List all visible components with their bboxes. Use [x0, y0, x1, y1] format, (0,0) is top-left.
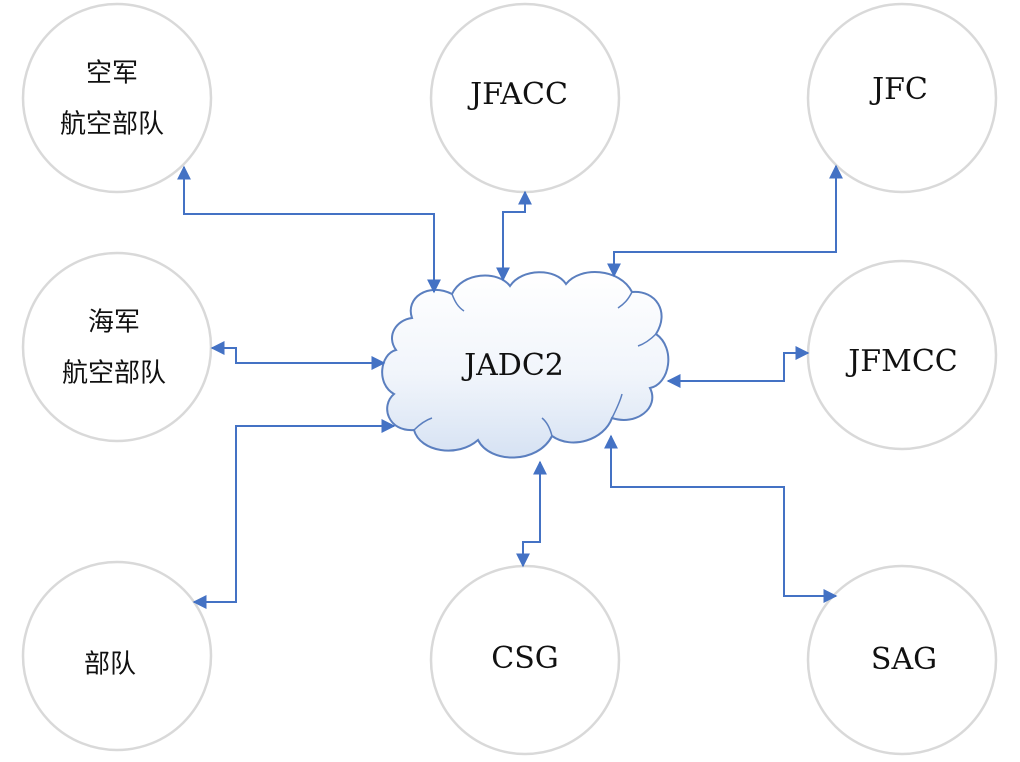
connector-navy: [210, 341, 386, 370]
connector-jfc: [607, 164, 843, 278]
connector-jfmcc: [666, 346, 810, 388]
connector-air-force: [177, 165, 441, 294]
hub-cloud: JADC2: [381, 271, 670, 459]
node-jfc: JFC: [806, 2, 998, 194]
node-navy-line2: 航空部队: [62, 359, 166, 389]
connector-sag: [604, 434, 838, 603]
connector-troops: [192, 419, 396, 609]
node-jfacc-label: JFACC: [467, 77, 568, 112]
node-air-force-line2: 航空部队: [60, 110, 164, 140]
node-csg-label: CSG: [491, 641, 558, 676]
node-navy-line1: 海军: [88, 308, 140, 338]
node-jfmcc-label: JFMCC: [845, 344, 957, 379]
connector-jfacc: [496, 190, 532, 282]
node-jfmcc: JFMCC: [806, 259, 998, 451]
node-troops-label: 部队: [84, 650, 136, 680]
node-sag: SAG: [806, 564, 998, 756]
node-sag-label: SAG: [871, 642, 937, 677]
connectors: [177, 164, 843, 609]
node-air-force-line1: 空军: [86, 59, 138, 89]
node-jfacc: JFACC: [429, 2, 621, 194]
node-csg: CSG: [429, 564, 621, 756]
node-navy: 海军 航空部队: [21, 251, 213, 443]
node-jfc-label: JFC: [869, 72, 928, 107]
node-troops: 部队: [21, 560, 213, 752]
hub-label: JADC2: [461, 348, 564, 383]
connector-csg: [516, 460, 547, 568]
node-air-force: 空军 航空部队: [21, 2, 213, 194]
